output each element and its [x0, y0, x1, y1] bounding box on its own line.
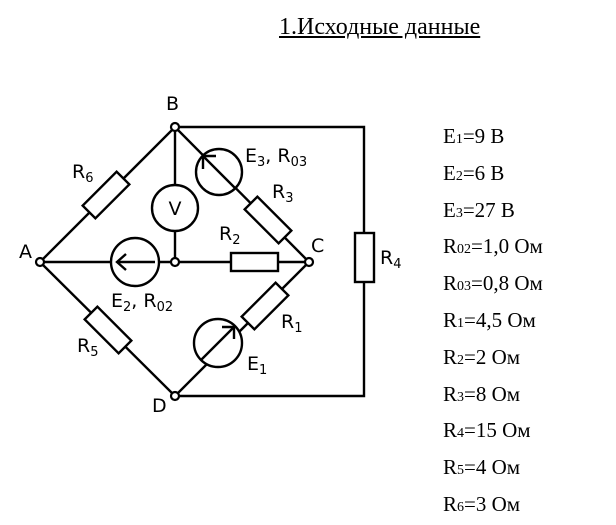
parameter-name: E — [443, 160, 456, 185]
parameter-value: =3 Ом — [464, 491, 521, 516]
parameter-subscript: 03 — [457, 279, 472, 295]
node-d — [169, 390, 181, 402]
label-e2: E2, R02 — [111, 290, 173, 315]
parameter-value: =15 Ом — [464, 418, 531, 443]
parameter-value: =0,8 Ом — [471, 271, 543, 296]
parameter-row: R1=4,5 Ом — [443, 304, 543, 341]
source-e3-icon — [194, 147, 244, 197]
parameter-name: E — [443, 197, 456, 222]
parameter-row: E1=9 В — [443, 120, 543, 157]
wire-d-c — [174, 261, 310, 397]
parameter-row: R02=1,0 Ом — [443, 230, 543, 267]
parameter-value: =8 Ом — [464, 381, 521, 406]
parameter-value: =1,0 Ом — [471, 234, 543, 259]
parameter-subscript: 3 — [455, 205, 463, 221]
circuit-diagram: V A B C D R6 R5 R3 R2 R1 R4 E1 E2, R02 E… — [19, 93, 401, 417]
resistor-r5 — [82, 304, 134, 356]
parameter-name: R — [443, 455, 458, 480]
parameter-name: R — [443, 234, 458, 259]
parameter-value: =2 Ом — [464, 344, 521, 369]
parameter-name: E — [443, 124, 456, 148]
node-b — [169, 121, 181, 133]
node-c — [303, 256, 315, 268]
parameter-subscript: 5 — [457, 463, 465, 479]
section-title: 1.Исходные данные — [279, 14, 481, 40]
parameter-row: E2=6 В — [443, 157, 543, 194]
parameter-subscript: 02 — [457, 242, 472, 258]
parameter-row: R03=0,8 Ом — [443, 267, 543, 304]
node-label-c: C — [311, 235, 324, 257]
resistor-r2 — [229, 251, 280, 273]
parameter-row: R2=2 Ом — [443, 341, 543, 378]
label-r4: R4 — [380, 247, 401, 272]
parameter-name: R — [443, 418, 458, 443]
parameter-subscript: 1 — [457, 315, 465, 331]
parameter-row: E3=27 В — [443, 194, 543, 231]
voltmeter-label: V — [169, 198, 182, 220]
source-e2-icon — [109, 236, 161, 288]
parameter-subscript: 6 — [457, 499, 465, 515]
parameter-subscript: 4 — [457, 426, 465, 442]
label-r1: R1 — [281, 311, 302, 336]
parameter-row: R3=8 Ом — [443, 378, 543, 415]
resistor-r6 — [80, 169, 132, 221]
parameter-subscript: 1 — [455, 132, 463, 147]
parameter-name: R — [443, 381, 458, 406]
node-a — [34, 256, 46, 268]
resistor-r1 — [239, 280, 291, 332]
parameter-value: =4,5 Ом — [464, 307, 536, 332]
parameter-name: R — [443, 344, 458, 369]
node-label-a: A — [19, 241, 32, 263]
parameter-value: =27 В — [462, 197, 515, 222]
label-e1: E1 — [247, 353, 267, 378]
resistor-r4 — [353, 231, 376, 284]
parameter-row: R5=4 Ом — [443, 451, 543, 488]
parameter-value: =6 В — [462, 160, 505, 185]
parameter-value: =9 В — [462, 124, 505, 148]
parameter-value: =4 Ом — [464, 455, 521, 480]
wire-b-c — [174, 126, 310, 263]
parameter-subscript: 3 — [457, 389, 465, 405]
label-r3: R3 — [272, 181, 293, 206]
resistor-r3 — [242, 194, 294, 246]
parameter-subscript: 2 — [455, 168, 463, 184]
parameter-subscript: 2 — [457, 352, 465, 368]
parameter-name: R — [443, 307, 458, 332]
label-r6: R6 — [72, 161, 93, 186]
source-e1-icon — [192, 317, 244, 369]
parameter-name: R — [443, 491, 458, 516]
node-junction — [169, 256, 181, 268]
node-label-d: D — [152, 395, 167, 417]
label-r2: R2 — [219, 223, 240, 248]
node-label-b: B — [166, 93, 179, 115]
label-e3: E3, R03 — [245, 145, 307, 170]
parameter-row: R6=3 Ом — [443, 488, 543, 525]
label-r5: R5 — [77, 335, 98, 360]
parameter-row: R4=15 Ом — [443, 414, 543, 451]
parameter-name: R — [443, 271, 458, 296]
voltmeter-icon — [150, 183, 200, 233]
